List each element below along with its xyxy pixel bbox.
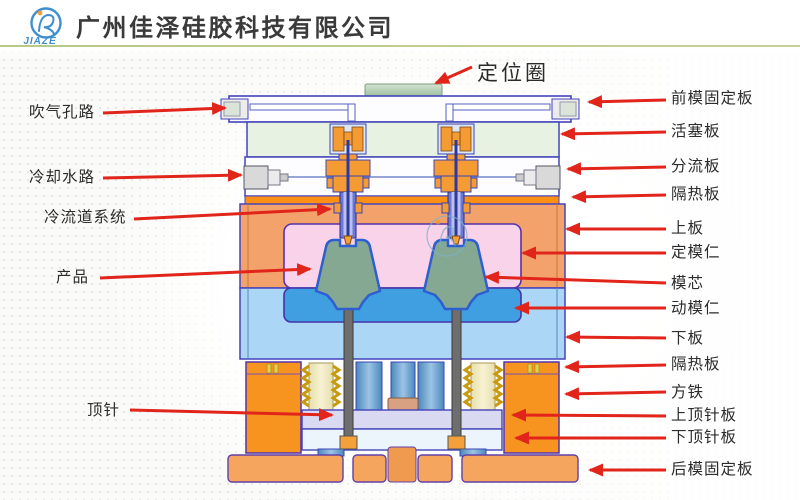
cold-runner-nozzle-left	[325, 123, 371, 245]
arrow-mold-core	[484, 270, 667, 285]
company-title: 广州佳泽硅胶科技有限公司	[76, 16, 394, 42]
arrow-air-blow	[102, 102, 227, 116]
label-lower-plate: 下板	[671, 330, 705, 347]
spacer-block-left	[245, 361, 302, 454]
label-mold-core: 模芯	[671, 275, 705, 292]
product-left	[314, 238, 382, 311]
rear-clamp-plate	[227, 446, 579, 483]
arrow-product	[99, 263, 312, 280]
water-fitting-right	[515, 165, 561, 190]
insulation-plate-upper	[244, 195, 560, 205]
arrow-insulation-lower	[564, 360, 667, 374]
label-front-clamp-plate: 前模固定板	[671, 90, 754, 107]
arrow-cooling-water	[102, 168, 243, 182]
pin-foot	[339, 435, 358, 450]
arrow-manifold-plate	[566, 162, 667, 176]
nozzle-tip	[343, 235, 353, 245]
label-manifold-plate: 分流板	[671, 158, 721, 175]
arrow-insulation-upper	[571, 190, 667, 204]
ejector-plate-upper	[301, 409, 503, 430]
label-ejector-pin: 顶针	[87, 402, 121, 419]
arrow-ejector-upper	[511, 408, 667, 422]
arrow-front-clamp-plate	[587, 95, 667, 109]
return-spring-left	[300, 362, 342, 411]
label-insulation-lower: 隔热板	[671, 356, 721, 373]
label-cold-runner: 冷流道系统	[44, 209, 127, 226]
label-upper-plate: 上板	[671, 220, 705, 237]
watermark-logo	[426, 215, 468, 257]
piston-plate	[246, 121, 560, 158]
air-fitting-left	[220, 98, 249, 120]
callout-arrows	[99, 65, 667, 477]
air-fitting-right	[551, 98, 580, 120]
label-insulation-upper: 隔热板	[671, 186, 721, 203]
logo-dot	[37, 10, 43, 16]
manifold-plate	[243, 156, 561, 197]
label-cooling-water: 冷却水路	[29, 169, 96, 186]
arrow-spacer-block	[564, 387, 667, 401]
locating-ring	[364, 83, 443, 98]
label-core-insert: 动模仁	[671, 300, 721, 317]
label-ejector-upper: 上顶针板	[671, 407, 738, 424]
label-cavity-insert: 定模仁	[671, 244, 721, 261]
header-divider	[0, 45, 800, 47]
arrow-lower-plate	[565, 330, 667, 344]
support-pillars	[355, 361, 445, 412]
sprue-puller	[387, 446, 417, 483]
label-piston-plate: 活塞板	[671, 123, 721, 140]
arrow-locating-ring	[434, 65, 473, 85]
center-pillar-cap	[387, 397, 419, 411]
jiaze-logo-icon	[30, 7, 62, 39]
arrow-cold-runner	[133, 203, 332, 221]
arrow-piston-plate	[560, 127, 667, 141]
label-spacer-block: 方铁	[671, 384, 705, 401]
logo-swirl	[38, 13, 55, 35]
front-clamp-plate	[220, 95, 580, 123]
water-fitting-left	[243, 165, 289, 190]
label-locating-ring: 定位圈	[477, 61, 549, 85]
logo-text: JIAZE	[23, 36, 57, 47]
arrow-ejector-pin	[129, 408, 334, 422]
label-air-blow: 吹气孔路	[29, 104, 96, 121]
return-spring-right	[463, 361, 503, 412]
label-ejector-lower: 下顶针板	[671, 429, 738, 446]
label-rear-clamp-plate: 后模固定板	[671, 461, 754, 478]
label-product: 产品	[56, 269, 90, 286]
